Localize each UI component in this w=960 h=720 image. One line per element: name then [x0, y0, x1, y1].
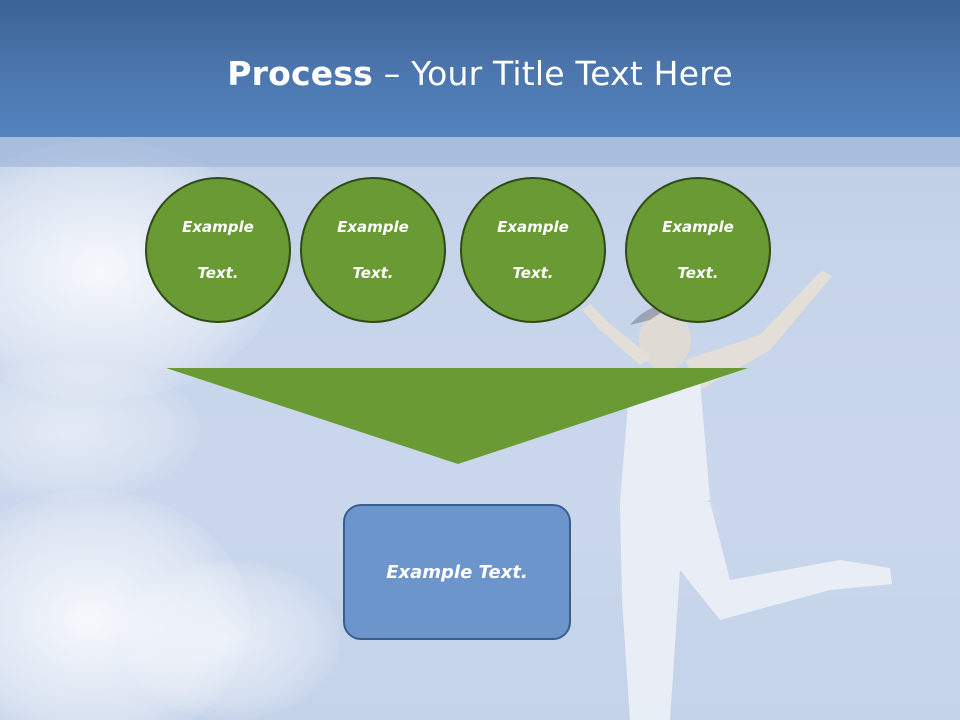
title-header-bar — [0, 0, 960, 137]
slide-title[interactable]: Process – Your Title Text Here — [0, 52, 960, 96]
cloud-decoration — [120, 560, 340, 720]
funnel-arrow-shape[interactable] — [166, 368, 748, 464]
result-box[interactable]: Example Text. — [343, 504, 571, 640]
header-accent-band — [0, 137, 960, 167]
title-bold-part: Process — [227, 54, 374, 93]
jumping-woman-image — [582, 270, 892, 720]
title-rest-part: – Your Title Text Here — [373, 54, 733, 93]
result-box-text: Example Text. — [386, 561, 528, 583]
cloud-decoration — [0, 360, 200, 500]
